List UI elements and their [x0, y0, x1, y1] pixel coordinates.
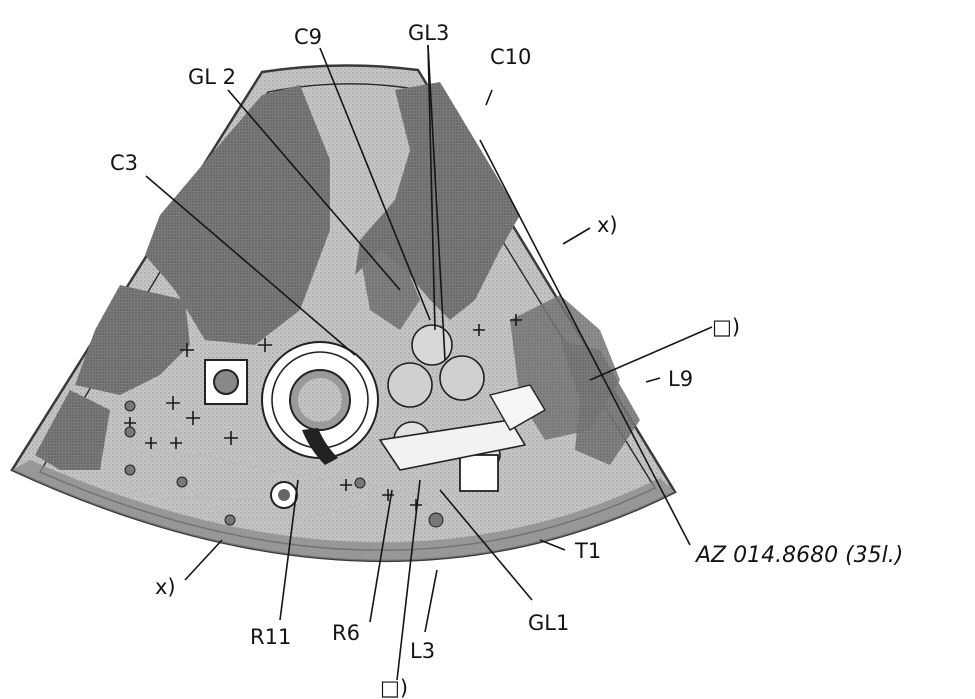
label-box-bottom: □)	[380, 676, 408, 699]
transistor-body	[387, 362, 433, 408]
label-l3: L3	[410, 639, 435, 663]
board-outer-band	[12, 460, 675, 561]
angled-plate	[378, 419, 527, 471]
pcb-traces	[128, 428, 442, 522]
label-gl3: GL3	[408, 21, 449, 45]
l9-coil-tab	[488, 384, 546, 431]
component-labels: C9 GL3 C10 GL 2 C3 x) □) L9 AZ 014.8680 …	[110, 21, 903, 699]
label-c10: C10	[490, 45, 531, 69]
solder-pads	[124, 400, 444, 528]
label-r11: R11	[250, 625, 291, 649]
label-c3: C3	[110, 151, 138, 175]
label-gl2: GL 2	[188, 65, 236, 89]
leader-lines	[145, 44, 713, 681]
label-gl1: GL1	[528, 611, 569, 635]
circuit-board	[10, 64, 677, 563]
copper-area-left-edge	[75, 285, 190, 395]
label-t1: T1	[574, 539, 601, 563]
copper-area-c9-strip	[360, 240, 420, 330]
square-component	[459, 454, 499, 492]
label-r6: R6	[332, 621, 360, 645]
label-x-top: x)	[597, 213, 618, 237]
label-c9: C9	[294, 25, 322, 49]
diode-gl3b-body	[439, 355, 485, 401]
copper-area-left-lower	[35, 390, 110, 470]
copper-area-right-edge	[560, 340, 640, 465]
label-l9: L9	[668, 367, 693, 391]
terminal-screw-left	[213, 369, 239, 395]
label-box-top: □)	[712, 315, 740, 339]
label-x-bottom: x)	[155, 575, 176, 599]
label-drawing-number: AZ 014.8680 (35l.)	[694, 543, 903, 568]
diode-gl3-body	[411, 324, 453, 366]
copper-area-left-lobe	[145, 85, 330, 345]
coil-former	[261, 341, 379, 465]
